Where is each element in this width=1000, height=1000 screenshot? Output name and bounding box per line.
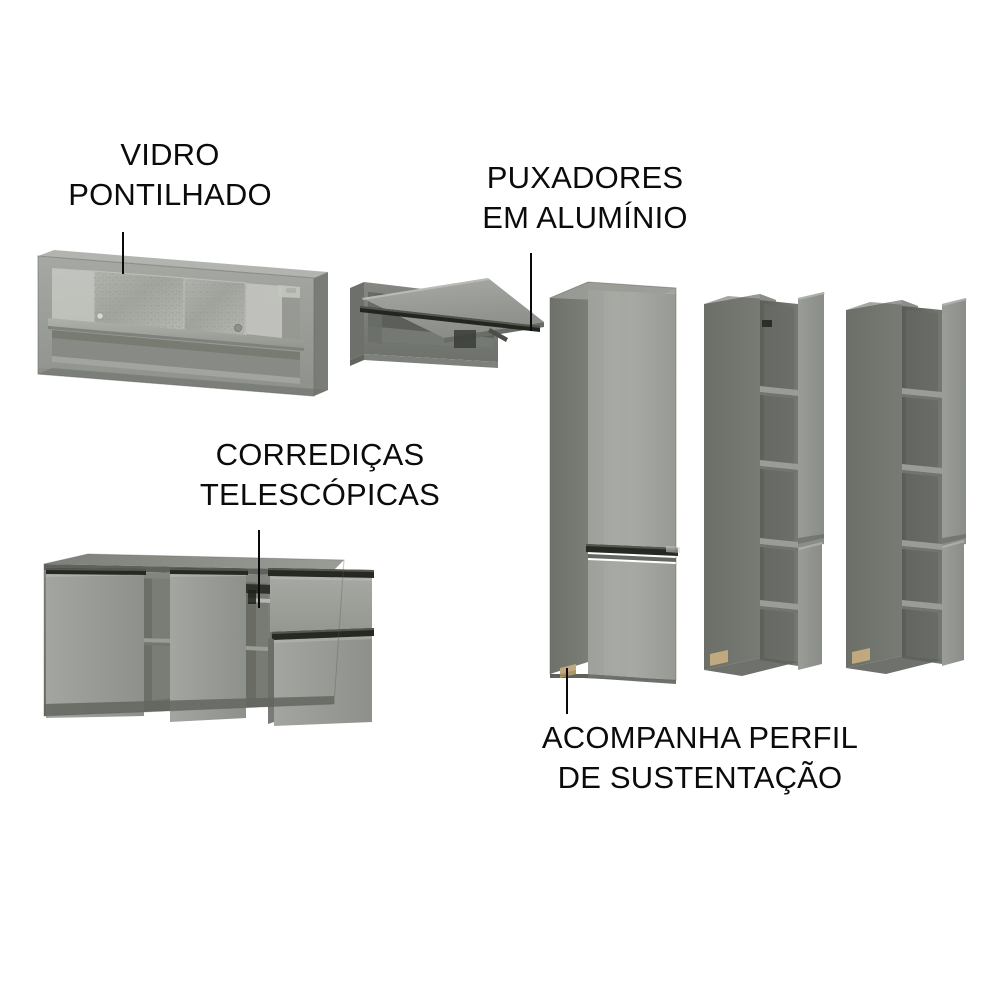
unit-tall-shelf-a bbox=[704, 292, 825, 676]
shelf-board bbox=[902, 464, 942, 474]
pantry-upper-door bbox=[588, 290, 676, 548]
open-lower-door bbox=[942, 540, 964, 666]
shelf-board bbox=[902, 540, 942, 550]
unit-flip-up-wall-cabinet bbox=[350, 278, 544, 368]
shelf-board bbox=[760, 386, 798, 396]
shelf-board bbox=[760, 538, 798, 548]
glass-door-knob-left bbox=[96, 312, 104, 320]
unit-glass-wall-cabinet bbox=[37, 250, 328, 397]
callout-acompanha-perfil-de-sustentacao: ACOMPANHA PERFIL DE SUSTENTAÇÃO bbox=[541, 720, 859, 795]
sideboard-door-3 bbox=[274, 636, 372, 726]
sideboard-door-2 bbox=[170, 573, 246, 722]
shelf-board bbox=[760, 600, 798, 610]
shelf-board bbox=[760, 460, 798, 470]
open-lower-door bbox=[798, 542, 822, 670]
leader-line-corredicas bbox=[258, 530, 260, 608]
leader-line-vidro-pontilhado bbox=[122, 232, 124, 274]
unit-tall-pantry-closed bbox=[549, 281, 680, 684]
callout-vidro-pontilhado: VIDRO PONTILHADO bbox=[68, 137, 272, 212]
leader-line-puxadores bbox=[530, 253, 532, 331]
unit-sideboard-base bbox=[43, 553, 374, 726]
support-profile-foot bbox=[710, 650, 728, 666]
counter-top bbox=[44, 554, 344, 570]
glass-door-knob-right bbox=[233, 324, 242, 333]
shelf-board bbox=[902, 600, 942, 610]
drawer-front bbox=[270, 576, 372, 636]
callout-puxadores-em-aluminio: PUXADORES EM ALUMÍNIO bbox=[482, 160, 688, 235]
open-upper-door bbox=[942, 298, 966, 544]
sideboard-door-1 bbox=[46, 572, 144, 718]
pantry-lower-door bbox=[588, 560, 676, 680]
pantry-side-panel bbox=[550, 282, 588, 674]
hinge-block bbox=[762, 320, 772, 327]
lift-support-arm bbox=[488, 328, 508, 342]
shelf-unit-side-panel bbox=[846, 300, 902, 668]
open-upper-door bbox=[798, 292, 824, 544]
shelf-board bbox=[902, 388, 942, 398]
unit-tall-shelf-b bbox=[846, 298, 967, 674]
leader-line-perfil-sustentacao bbox=[566, 668, 568, 714]
callout-corredicas-telescopicas: CORREDIÇAS TELESCÓPICAS bbox=[199, 437, 441, 512]
support-profile-foot bbox=[852, 648, 870, 664]
shelf-unit-side-panel bbox=[704, 294, 760, 670]
